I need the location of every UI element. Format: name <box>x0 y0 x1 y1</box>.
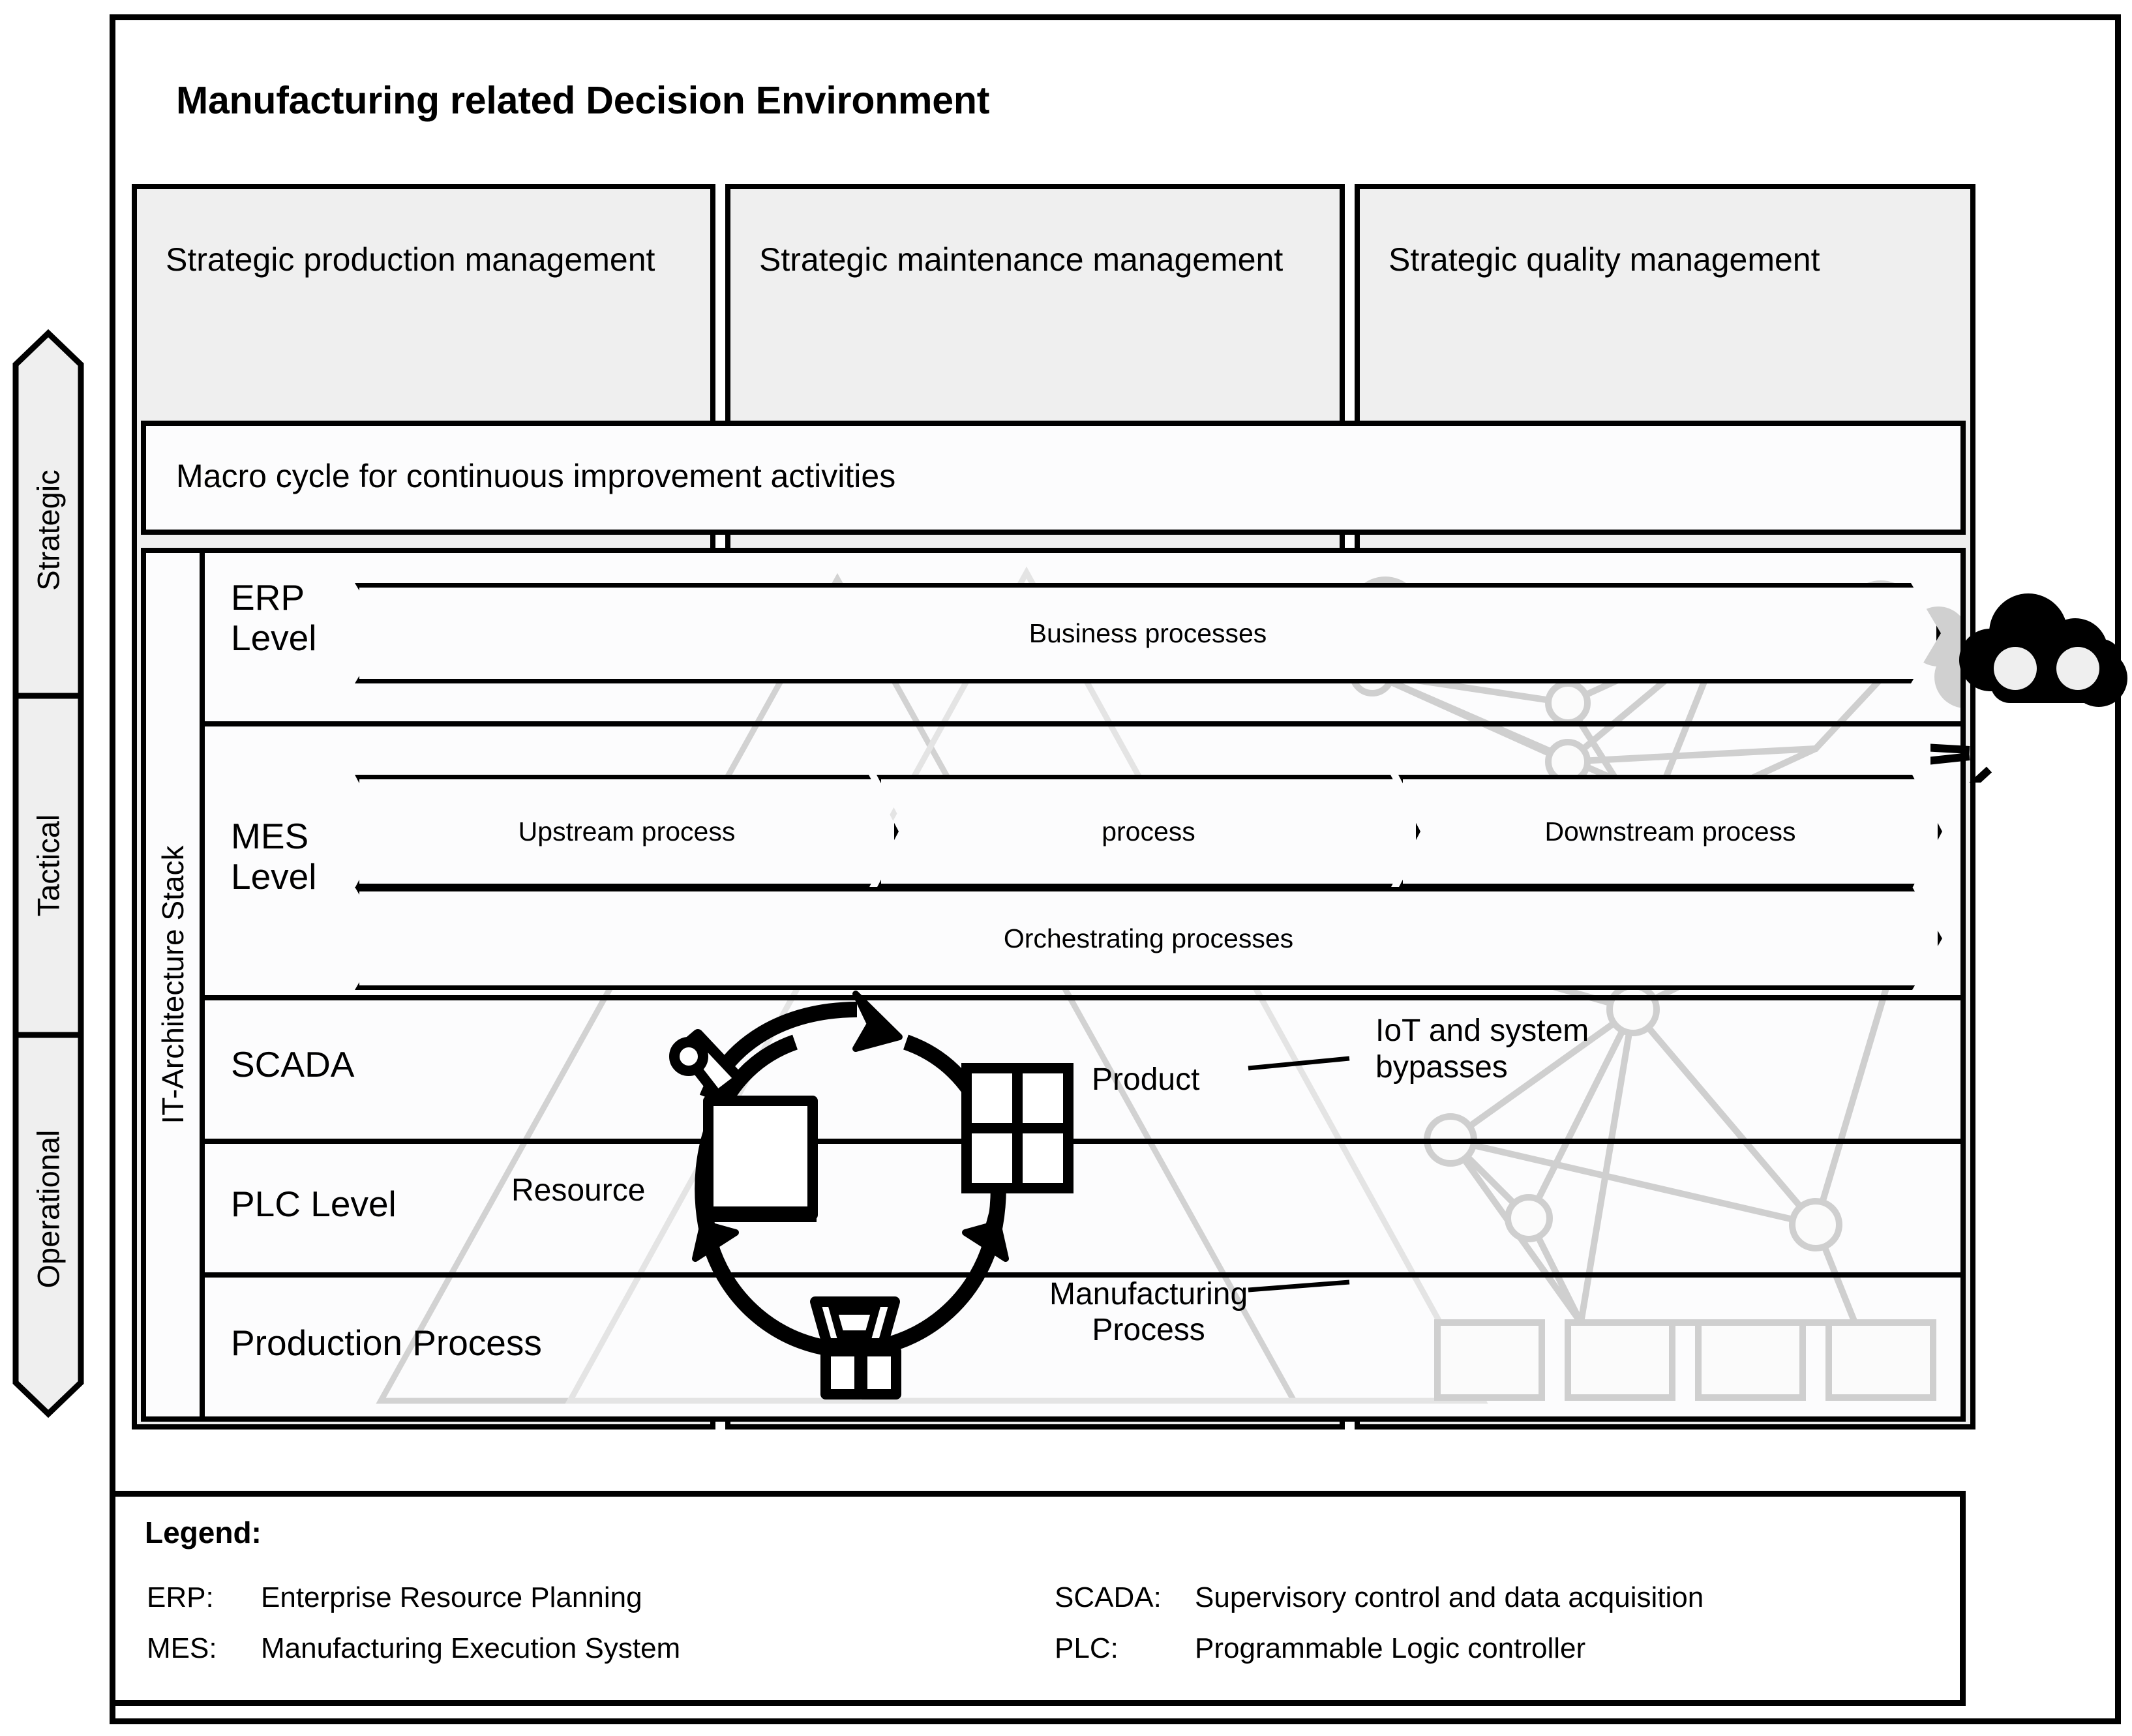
legend-row-mes: MES: Manufacturing Execution System <box>147 1632 680 1665</box>
stack-row-erp[interactable]: ERP Level <box>205 553 1960 721</box>
arrow-process-label: process <box>1102 816 1195 846</box>
annotation-product: Product <box>1092 1062 1200 1097</box>
arrow-orchestrating-processes[interactable]: Orchestrating processes <box>355 887 1942 990</box>
arrow-upstream-process[interactable]: Upstream process <box>355 775 899 888</box>
stack-row-scada[interactable]: SCADA <box>205 995 1960 1144</box>
column-label: Strategic quality management <box>1389 241 1820 278</box>
decision-horizon-axis: Strategic Tactical Operational <box>12 329 84 1418</box>
legend-row-erp: ERP: Enterprise Resource Planning <box>147 1581 642 1614</box>
legend-value-plc: Programmable Logic controller <box>1195 1632 1586 1664</box>
axis-label-tactical: Tactical <box>31 814 66 917</box>
iot-bypass-leader-lines <box>1248 1056 1350 1293</box>
axis-segment-operational: Operational <box>13 1035 83 1383</box>
stack-row-plc[interactable]: PLC Level <box>205 1139 1960 1278</box>
legend-key-scada: SCADA: <box>1055 1581 1162 1613</box>
axis-segment-strategic: Strategic <box>13 365 83 696</box>
axis-segment-tactical: Tactical <box>13 696 83 1035</box>
arrow-downstream-process[interactable]: Downstream process <box>1398 775 1942 888</box>
annotation-manufacturing-process: Manufacturing Process <box>1049 1277 1248 1347</box>
arrow-business-processes-label: Business processes <box>1028 618 1267 648</box>
arrow-downstream-process-label: Downstream process <box>1544 816 1796 846</box>
axis-label-strategic: Strategic <box>31 470 66 591</box>
annotation-iot-bypasses: IoT and system bypasses <box>1375 1013 1589 1085</box>
manufacturing-cycle-icon <box>669 991 1074 1399</box>
axis-label-operational: Operational <box>31 1130 66 1288</box>
legend-key-mes: MES: <box>147 1632 217 1664</box>
cloud-icon[interactable] <box>1930 574 2132 783</box>
stack-row-label-production-process: Production Process <box>231 1323 542 1363</box>
stack-row-label-plc: PLC Level <box>231 1184 397 1224</box>
annotation-resource: Resource <box>511 1173 646 1208</box>
macro-cycle-label: Macro cycle for continuous improvement a… <box>176 458 896 494</box>
arrow-process[interactable]: process <box>877 775 1420 888</box>
macro-cycle-bar[interactable]: Macro cycle for continuous improvement a… <box>141 421 1966 535</box>
legend-value-scada: Supervisory control and data acquisition <box>1195 1581 1704 1613</box>
stack-row-production-process[interactable]: Production Process <box>205 1272 1960 1416</box>
legend-value-erp: Enterprise Resource Planning <box>261 1581 642 1613</box>
legend-row-plc: PLC: Programmable Logic controller <box>1055 1632 1585 1665</box>
arrow-orchestrating-processes-label: Orchestrating processes <box>1003 923 1294 953</box>
stack-row-mes[interactable]: MES Level <box>205 721 1960 1000</box>
legend-key-erp: ERP: <box>147 1581 214 1613</box>
it-architecture-stack-panel: IT-Architecture Stack <box>141 548 1966 1422</box>
stack-spine: IT-Architecture Stack <box>146 553 205 1416</box>
legend-title: Legend: <box>145 1516 262 1549</box>
legend-panel: Legend: ERP: Enterprise Resource Planning… <box>110 1491 1966 1706</box>
arrow-upstream-process-label: Upstream process <box>518 816 736 846</box>
stack-row-label-scada: SCADA <box>231 1044 355 1085</box>
legend-row-scada: SCADA: Supervisory control and data acqui… <box>1055 1581 1704 1614</box>
page-title: Manufacturing related Decision Environme… <box>176 79 990 122</box>
axis-arrow-shape <box>12 329 84 1418</box>
arrow-business-processes[interactable]: Business processes <box>355 583 1941 683</box>
legend-value-mes: Manufacturing Execution System <box>261 1632 681 1664</box>
legend-key-plc: PLC: <box>1055 1632 1119 1664</box>
stack-row-label-mes: MES Level <box>231 816 317 897</box>
column-label: Strategic production management <box>166 241 655 278</box>
stack-row-label-erp: ERP Level <box>231 577 317 658</box>
column-label: Strategic maintenance management <box>759 241 1284 278</box>
